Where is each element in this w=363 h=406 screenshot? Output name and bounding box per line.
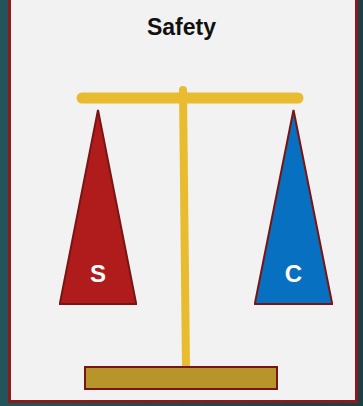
triangle-weight: C — [254, 108, 333, 306]
title: Safety — [0, 14, 363, 41]
scale-base — [85, 367, 277, 389]
weight-letter: S — [90, 262, 106, 286]
scale-beam — [82, 93, 298, 104]
scale-pole — [183, 90, 186, 370]
weight-letter: C — [285, 262, 302, 286]
triangle-weight: S — [59, 108, 137, 306]
